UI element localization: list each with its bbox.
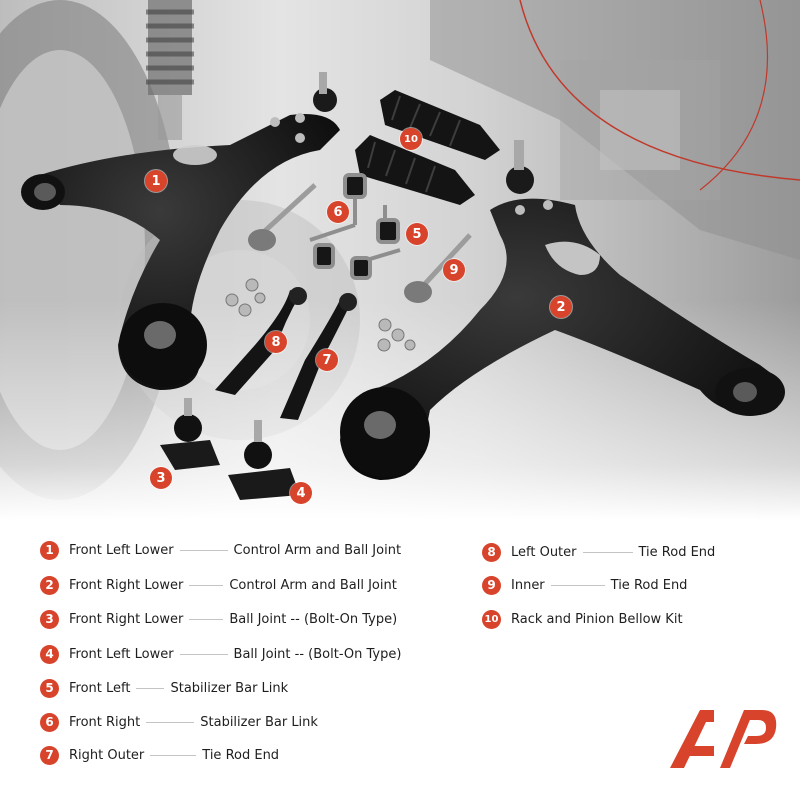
legend-part: Control Arm and Ball Joint xyxy=(233,542,402,558)
legend-number: 8 xyxy=(482,542,501,562)
legend-position: Front Left Lower xyxy=(69,646,174,662)
left-control-arm xyxy=(21,72,340,390)
ball-joints xyxy=(160,398,300,500)
tie-rod-ends xyxy=(215,287,357,420)
legend-number: 10 xyxy=(482,609,501,629)
legend-part: Ball Joint -- (Bolt-On Type) xyxy=(229,611,398,627)
legend-position: Front Right Lower xyxy=(69,577,184,593)
legend-item-9: 9 Inner Tie Rod End xyxy=(482,575,687,595)
legend-divider xyxy=(189,618,224,620)
legend-number: 6 xyxy=(40,712,59,732)
legend-position: Front Left xyxy=(69,680,131,696)
legend-divider xyxy=(150,754,197,756)
legend-item-1: 1 Front Left Lower Control Arm and Ball … xyxy=(40,540,401,560)
legend-position: Inner xyxy=(511,577,545,593)
legend-part: Tie Rod End xyxy=(638,544,716,560)
legend-divider xyxy=(179,549,228,551)
legend-number: 5 xyxy=(40,678,59,698)
legend-divider xyxy=(146,721,195,723)
stabilizer-links xyxy=(309,173,401,280)
product-photo: 1 2 3 4 5 6 7 8 9 10 xyxy=(0,0,800,520)
callout-1: 1 xyxy=(145,170,167,192)
legend-number: 7 xyxy=(40,745,59,765)
legend-position: Right Outer xyxy=(69,747,145,763)
callout-8: 8 xyxy=(265,331,287,353)
legend-number: 2 xyxy=(40,575,59,595)
parts-legend: 1 Front Left Lower Control Arm and Ball … xyxy=(0,536,800,800)
legend-number: 4 xyxy=(40,644,59,664)
legend-part: Control Arm and Ball Joint xyxy=(229,577,397,593)
callout-3: 3 xyxy=(150,467,172,489)
legend-position: Front Right Lower xyxy=(69,611,184,627)
legend-position: Front Right xyxy=(69,714,141,730)
legend-divider xyxy=(136,687,165,689)
logo-mark xyxy=(670,710,777,768)
legend-item-5: 5 Front Left Stabilizer Bar Link xyxy=(40,678,288,698)
legend-divider xyxy=(550,584,605,586)
legend-number: 1 xyxy=(40,540,59,560)
legend-part: Tie Rod End xyxy=(202,747,280,763)
legend-divider xyxy=(582,551,633,553)
inner-tie-rods xyxy=(248,183,472,303)
callout-6: 6 xyxy=(327,201,349,223)
legend-divider xyxy=(179,653,228,655)
legend-item-2: 2 Front Right Lower Control Arm and Ball… xyxy=(40,575,397,595)
legend-position: Front Left Lower xyxy=(69,542,174,558)
parts-illustration xyxy=(0,0,800,520)
legend-position: Left Outer xyxy=(511,544,577,560)
legend-divider xyxy=(189,584,224,586)
callout-2: 2 xyxy=(550,296,572,318)
hardware-nuts xyxy=(225,278,416,352)
callout-5: 5 xyxy=(406,223,428,245)
legend-part: Ball Joint -- (Bolt-On Type) xyxy=(233,646,402,662)
callout-7: 7 xyxy=(316,349,338,371)
legend-part: Tie Rod End xyxy=(610,577,688,593)
legend-item-8: 8 Left Outer Tie Rod End xyxy=(482,542,715,562)
right-control-arm xyxy=(340,140,785,481)
legend-number: 9 xyxy=(482,575,501,595)
legend-position: Rack and Pinion Bellow Kit xyxy=(511,611,683,627)
legend-item-4: 4 Front Left Lower Ball Joint -- (Bolt-O… xyxy=(40,644,401,664)
legend-number: 3 xyxy=(40,609,59,629)
legend-part: Stabilizer Bar Link xyxy=(170,680,289,696)
ap-brand-logo-icon xyxy=(650,708,778,772)
legend-item-3: 3 Front Right Lower Ball Joint -- (Bolt-… xyxy=(40,609,397,629)
legend-item-10: 10 Rack and Pinion Bellow Kit xyxy=(482,609,683,629)
legend-part: Stabilizer Bar Link xyxy=(200,714,318,730)
callout-4: 4 xyxy=(290,482,312,504)
callout-10: 10 xyxy=(400,128,422,150)
callout-9: 9 xyxy=(443,259,465,281)
rack-bellows xyxy=(355,90,500,205)
legend-item-7: 7 Right Outer Tie Rod End xyxy=(40,745,279,765)
legend-item-6: 6 Front Right Stabilizer Bar Link xyxy=(40,712,318,732)
